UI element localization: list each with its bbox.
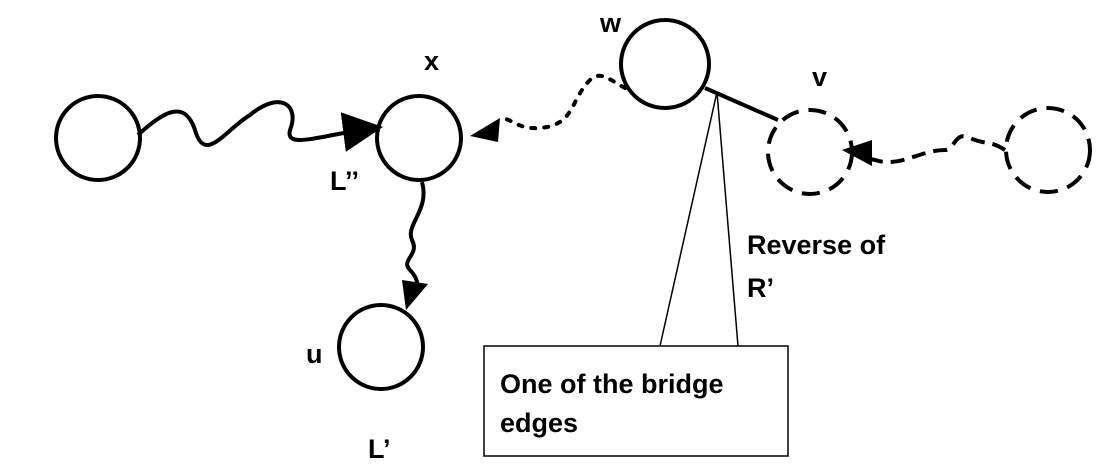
node-w bbox=[619, 18, 711, 110]
arrowhead-into-v bbox=[842, 140, 872, 166]
dotted-path-w-to-x bbox=[498, 73, 627, 131]
arrowhead-into-u bbox=[402, 280, 428, 310]
node-u bbox=[337, 303, 425, 391]
label-w: w bbox=[599, 8, 622, 38]
callout-box bbox=[483, 345, 789, 457]
start-node bbox=[54, 94, 142, 182]
node-v-dashed bbox=[766, 108, 854, 196]
label-reverse-line2: R’ bbox=[747, 273, 774, 303]
callout-pointer-right bbox=[716, 91, 739, 347]
label-v: v bbox=[812, 62, 827, 92]
end-node-dashed bbox=[1004, 106, 1092, 194]
wavy-path-start-to-x bbox=[136, 100, 383, 152]
wavy-path-x-to-u bbox=[405, 181, 426, 297]
callout-text-line1: One of the bridge bbox=[500, 369, 724, 399]
label-u: u bbox=[306, 339, 323, 369]
label-reverse-line1: Reverse of bbox=[747, 230, 886, 260]
arrowhead-into-x bbox=[470, 118, 500, 142]
label-x: x bbox=[424, 46, 439, 76]
edge-w-to-v bbox=[704, 86, 779, 122]
callout-pointer-left bbox=[659, 91, 718, 347]
label-l-double-prime: L’’ bbox=[330, 166, 359, 196]
dashed-path-end-to-v bbox=[854, 134, 1007, 164]
callout-text-line2: edges bbox=[500, 408, 578, 438]
node-x bbox=[375, 94, 463, 182]
label-l-prime: L’ bbox=[368, 434, 391, 464]
